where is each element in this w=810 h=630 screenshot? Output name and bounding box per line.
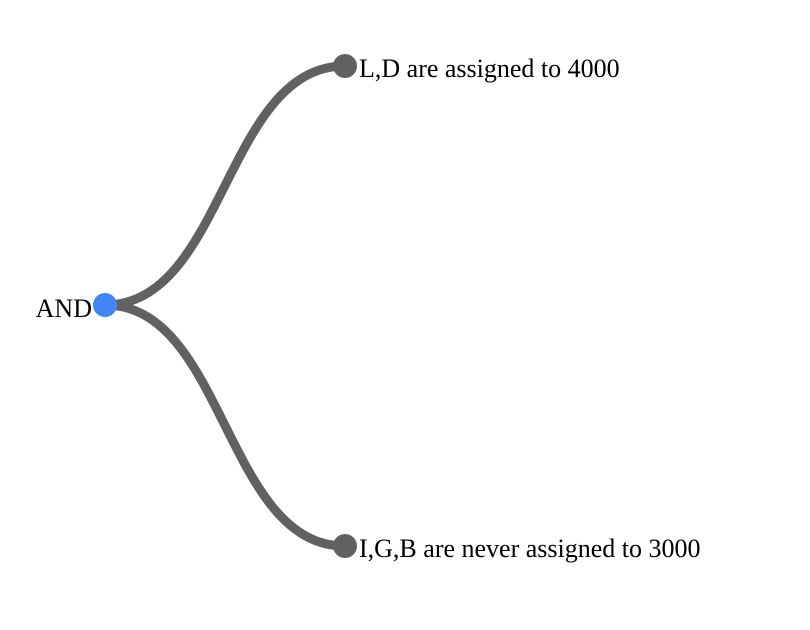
child-node-label: L,D are assigned to 4000	[359, 54, 620, 83]
child-node-label: I,G,B are never assigned to 3000	[359, 534, 701, 563]
child-node[interactable]: I,G,B are never assigned to 3000	[333, 534, 701, 563]
tree-link	[100, 61, 350, 310]
tree-link	[100, 300, 350, 551]
child-node-circle[interactable]	[333, 54, 357, 78]
root-node[interactable]: AND	[36, 293, 117, 323]
child-node-circle[interactable]	[333, 534, 357, 558]
root-node-label: AND	[36, 294, 92, 323]
child-node[interactable]: L,D are assigned to 4000	[333, 54, 620, 83]
root-node-circle[interactable]	[93, 293, 117, 317]
